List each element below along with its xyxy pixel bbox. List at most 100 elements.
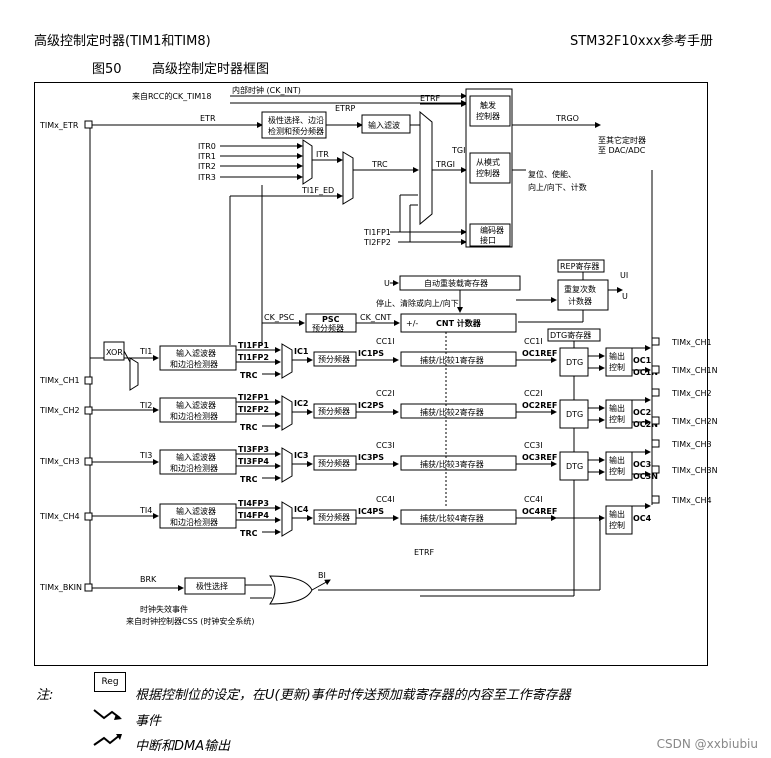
ch2-oc: OC2 [633,408,651,417]
ch2-trc: TRC [240,423,258,432]
legend-reg-text: 根据控制位的设定，在U(更新)事件时传送预加载寄存器的内容至工作寄存器 [135,688,571,703]
ch3-ocref: OC3REF [522,453,557,462]
ch1-filter-line2: 和边沿检测器 [170,359,218,369]
ch2-icps: IC2PS [358,401,384,410]
ch4-oc: OC4 [633,514,652,523]
out-pin-ch3n: TIMx_CH3N [671,466,718,475]
signal-brk: BRK [140,575,157,584]
ch3-cc-flag: CC3I [376,441,395,450]
ch3-output-ctrl-line1: 输出 [609,455,625,465]
to-dac-adc: 至 DAC/ADC [598,146,646,155]
ch1-prescaler: 预分频器 [318,354,350,364]
ch2-filter-line2: 和边沿检测器 [170,411,218,421]
ch4-trc: TRC [240,529,258,538]
out-pin-ch1: TIMx_CH1 [671,338,712,347]
slave-controller-line1: 从模式 [476,157,500,167]
ch4-ic: IC4 [294,505,309,514]
ch2-cc-flag-out: CC2I [524,389,543,398]
signal-itr: ITR [316,150,329,159]
ch1-dtg: DTG [566,358,583,367]
pin-ch4: TIMx_CH4 [39,512,80,521]
xor-label: XOR [106,348,123,357]
ch2-capture-compare: 捕获/比较2寄存器 [420,407,484,417]
pin-bkin: TIMx_BKIN [39,583,82,592]
itr3-label: ITR3 [198,173,216,182]
cnt-label: CNT 计数器 [436,318,482,328]
out-pin-ch2n: TIMx_CH2N [671,417,718,426]
ch1-oc: OC1 [633,356,652,365]
ch3-cc-flag-out: CC3I [524,441,543,450]
signal-tgi: TGI [451,146,465,155]
ch2-dtg: DTG [566,410,583,419]
ch3-ocn: OC3N [633,472,658,481]
ch2-ic: IC2 [294,399,308,408]
clock-fail-text: 时钟失效事件 [140,604,188,614]
ch4-capture-compare: 捕获/比较4寄存器 [420,513,484,523]
ch3-trc: TRC [240,475,258,484]
ch2-ocn: OC2N [633,420,658,429]
ch1-ocn: OC1N [633,368,658,377]
itr2-label: ITR2 [198,162,216,171]
ch4-filter-line1: 输入滤波器 [176,506,216,516]
figure-number: 图50 [92,62,122,77]
internal-clock-label: 内部时钟 (CK_INT) [232,85,301,95]
psc-sub-label: 预分频器 [312,323,344,333]
ch3-icps: IC3PS [358,453,384,462]
pin-ch1: TIMx_CH1 [39,376,80,385]
ch3-ic: IC3 [294,451,308,460]
signal-etrf-bottom: ETRF [414,548,435,557]
legend-reg-box: Reg [94,672,126,692]
ch1-output-ctrl-line2: 控制 [609,362,625,372]
slave-controller-line2: 控制器 [476,168,500,178]
signal-etrp: ETRP [335,104,356,113]
signal-etrf: ETRF [420,94,441,103]
to-other-timers: 至其它定时器 [598,135,646,145]
ch4-ocref: OC4REF [522,507,557,516]
encoder-line2: 接口 [480,235,496,245]
signal-trc: TRC [371,160,388,169]
signal-ti1f-ed: TI1F_ED [301,186,334,195]
ch2-fp-a: TI2FP1 [238,393,269,402]
signal-ui: UI [620,271,628,280]
signal-u-rep: U [622,292,628,301]
psc-label: PSC [322,315,340,324]
ch1-output-ctrl-line1: 输出 [609,351,625,361]
page-header-left: 高级控制定时器(TIM1和TIM8) [34,34,211,49]
ch2-fp-b: TI2FP2 [238,405,269,414]
ch2-prescaler: 预分频器 [318,406,350,416]
cnt-dir: +/- [406,319,418,328]
signal-ti3: TI3 [139,451,152,460]
ch1-cc-flag-out: CC1I [524,337,543,346]
ch4-icps: IC4PS [358,507,384,516]
signal-ti1fp1: TI1FP1 [363,228,391,237]
signal-bi: BI [318,571,326,580]
ch1-ocref: OC1REF [522,349,557,358]
ch1-cc-flag: CC1I [376,337,395,346]
input-filter-label: 输入滤波 [368,120,400,130]
legend-dma-text: 中断和DMA输出 [135,739,231,754]
signal-trgo: TRGO [555,114,579,123]
rep-counter-line1: 重复次数 [564,284,596,294]
itr1-label: ITR1 [198,152,216,161]
out-pin-ch2: TIMx_CH2 [671,389,712,398]
out-pin-ch4: TIMx_CH4 [671,496,712,505]
polarity-block-line2: 检测和预分频器 [268,126,324,136]
ch3-oc: OC3 [633,460,651,469]
dma-output-icon [93,734,122,746]
ch4-prescaler: 预分频器 [318,512,350,522]
pin-etr: TIMx_ETR [39,121,79,130]
ch4-filter-line2: 和边沿检测器 [170,517,218,527]
signal-ck-cnt: CK_CNT [360,313,391,322]
polarity-select: 极性选择 [196,581,228,591]
signal-ti2fp2: TI2FP2 [363,238,391,247]
ch4-fp-b: TI4FP4 [238,511,269,520]
ch1-capture-compare: 捕获/比较1寄存器 [420,355,484,365]
signal-ti1: TI1 [139,347,152,356]
rep-counter-line2: 计数器 [568,296,592,306]
signal-etr: ETR [200,114,216,123]
ch2-output-ctrl-line2: 控制 [609,414,625,424]
signal-ck-psc: CK_PSC [264,313,295,322]
event-icon [93,709,122,720]
up-down-count-text: 向上/向下、计数 [528,182,587,192]
